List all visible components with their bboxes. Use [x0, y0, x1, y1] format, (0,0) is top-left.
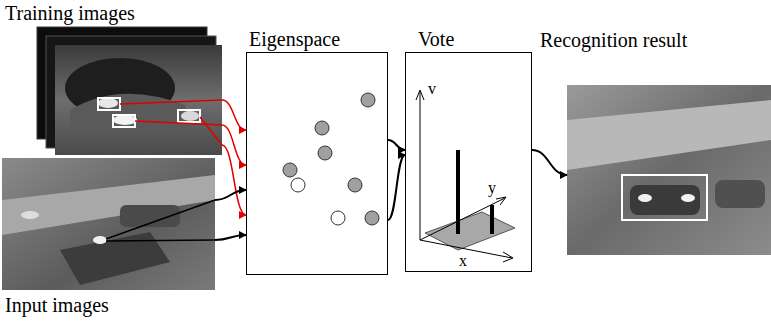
vote-box: Vote — [405, 52, 532, 272]
training-image-stack — [37, 27, 222, 155]
training-image-stack-part — [178, 110, 200, 122]
training-image-stack-part — [135, 121, 222, 125]
axis-label: y — [488, 179, 496, 197]
recognition-image-part — [715, 180, 765, 208]
input-image — [2, 158, 215, 290]
eigenspace-points-part — [365, 211, 379, 225]
image-caption: Eigenspace — [249, 28, 340, 51]
input-image-part — [21, 211, 39, 219]
eigenspace-points-part — [361, 93, 375, 107]
input-image: Input images — [2, 158, 215, 290]
axis-label: v — [428, 80, 436, 98]
image-caption: Recognition result — [540, 29, 687, 52]
vote-axes-part — [420, 198, 505, 240]
vote-axes-part — [490, 205, 494, 234]
eigenspace-points — [283, 93, 379, 225]
training-image-stack-part — [98, 98, 118, 108]
eigenspace-points-part — [315, 121, 329, 135]
vote-axes-part — [416, 90, 424, 100]
eigenspace-points-part — [283, 163, 297, 177]
eigenspace-box: Eigenspace — [246, 52, 388, 275]
recognition-image-part — [567, 85, 771, 255]
connector-arrow — [388, 140, 405, 150]
eigenspace-points-part — [318, 146, 332, 160]
training-image-stack-part — [113, 115, 137, 125]
eigenspace-points-part — [348, 178, 362, 192]
image-caption: Vote — [418, 28, 454, 51]
connector-arrow — [215, 235, 246, 240]
input-image-part — [106, 200, 215, 239]
input-image-part — [106, 240, 215, 241]
connector-arrow — [388, 155, 405, 220]
input-image-part — [93, 236, 107, 244]
vote-axes-part — [456, 150, 460, 234]
image-caption: Input images — [5, 294, 109, 317]
connector-arrow — [222, 145, 246, 215]
training-images: Training images — [55, 45, 222, 155]
training-image-stack-part — [120, 100, 222, 104]
vote-axes-part — [503, 252, 513, 262]
recognition-image-part — [681, 194, 695, 202]
training-image-stack-part — [55, 45, 222, 155]
eigenspace-points-part — [331, 211, 345, 225]
vote-axes-part — [496, 197, 506, 205]
recognition-result: Recognition result — [567, 85, 771, 255]
recognition-image — [567, 85, 771, 255]
connector-arrow — [532, 150, 567, 175]
eigenspace-points-part — [291, 178, 305, 192]
axis-label: x — [459, 252, 467, 270]
recognition-image-part — [630, 185, 700, 215]
image-caption: Training images — [5, 2, 135, 25]
connector-arrow — [222, 125, 246, 165]
vote-axes — [416, 90, 515, 262]
input-image-part — [2, 158, 215, 290]
training-image-stack-part — [113, 115, 135, 127]
training-image-stack-part — [70, 94, 190, 132]
training-image-stack-part — [181, 111, 199, 121]
recognition-image-part — [622, 175, 707, 220]
training-image-stack-part — [98, 98, 120, 110]
connector-arrow — [215, 190, 246, 200]
training-image-stack-part — [200, 117, 222, 145]
recognition-image-part — [638, 194, 652, 202]
input-image-part — [2, 175, 215, 235]
vote-axes-part — [420, 92, 421, 240]
recognition-image-part — [567, 100, 771, 170]
